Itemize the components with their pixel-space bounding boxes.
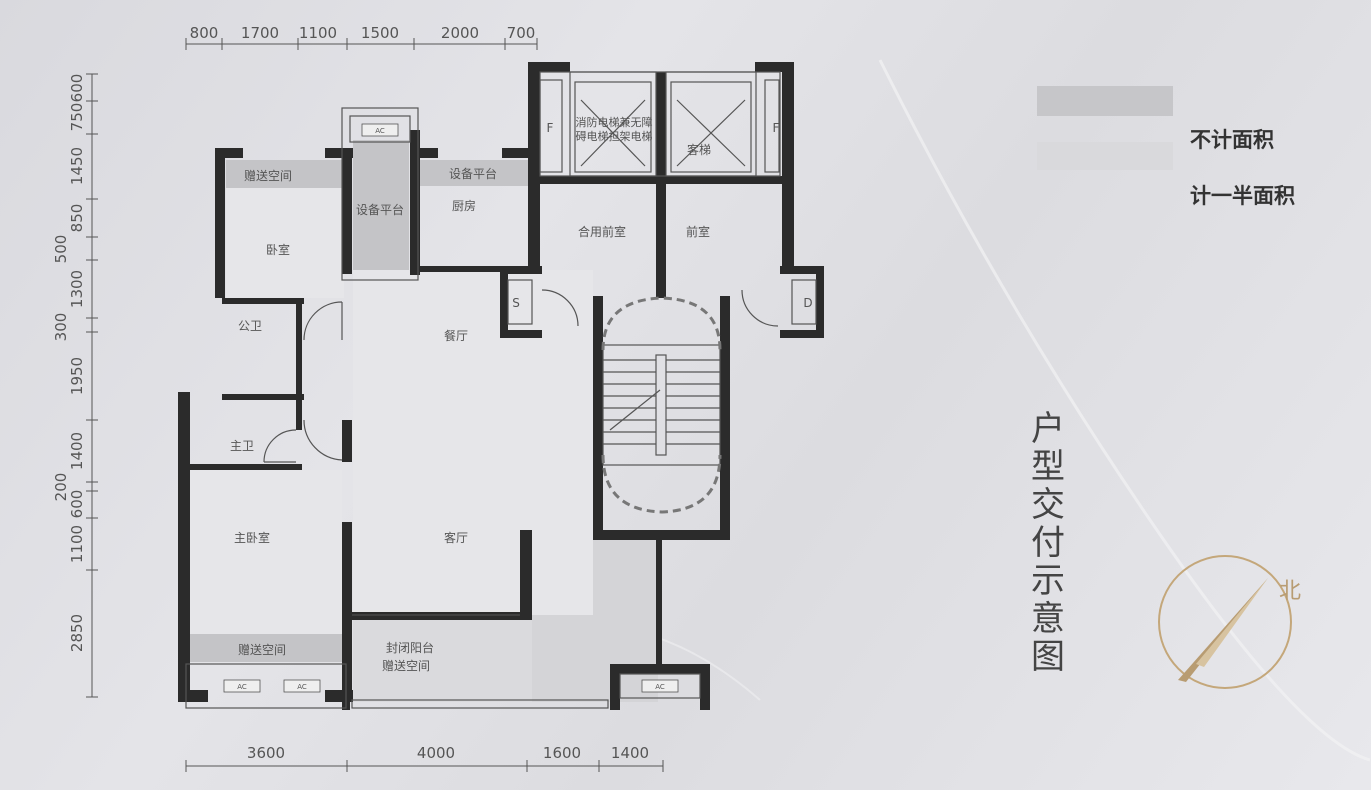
label-enclosed-balcony: 封闭阳台 bbox=[386, 640, 434, 655]
dim-left-9: 1400 bbox=[68, 432, 86, 470]
dim-left-1: 600 bbox=[68, 74, 86, 103]
dim-top-3: 1100 bbox=[299, 24, 337, 42]
label-dining: 餐厅 bbox=[444, 328, 468, 343]
label-fire-elevator: 消防电梯兼无障碍电梯担架电梯 bbox=[575, 116, 653, 143]
label-lobby: 前室 bbox=[686, 224, 710, 239]
walls bbox=[178, 62, 824, 710]
dim-bottom-3: 1600 bbox=[543, 744, 581, 762]
ac-label-3: AC bbox=[297, 683, 307, 691]
dim-top-5: 2000 bbox=[441, 24, 479, 42]
dim-left-8: 1950 bbox=[68, 357, 86, 395]
dim-top-2: 1700 bbox=[241, 24, 279, 42]
legend-swatch-half-area bbox=[1037, 142, 1173, 170]
legend-label-no-area: 不计面积 bbox=[1190, 128, 1274, 152]
living-dining-floor bbox=[353, 270, 593, 615]
dim-left-13: 2850 bbox=[68, 614, 86, 652]
label-shared-lobby: 合用前室 bbox=[578, 224, 626, 239]
dim-left-3: 1450 bbox=[68, 147, 86, 185]
north-compass: 北 bbox=[1158, 555, 1301, 689]
page-title-char: 图 bbox=[1031, 637, 1065, 677]
ac-label-1: AC bbox=[375, 127, 385, 135]
label-master-bedroom: 主卧室 bbox=[234, 530, 270, 545]
page-title-char: 型 bbox=[1031, 447, 1065, 487]
dim-left-2: 750 bbox=[68, 103, 86, 132]
page-title-char: 示 bbox=[1031, 561, 1065, 601]
master-bedroom-floor bbox=[190, 470, 342, 634]
shaft-f-left: F bbox=[547, 121, 554, 135]
label-equipment-platform-left: 设备平台 bbox=[356, 202, 404, 217]
label-public-bath: 公卫 bbox=[238, 319, 262, 333]
dim-left-12: 1100 bbox=[68, 525, 86, 563]
label-master-bath: 主卫 bbox=[230, 439, 254, 453]
page-title-char: 交 bbox=[1031, 485, 1065, 525]
north-label: 北 bbox=[1279, 579, 1301, 604]
legend-label-half-area: 计一半面积 bbox=[1190, 184, 1295, 208]
dim-left-10: 200 bbox=[52, 473, 70, 502]
dim-left-5: 500 bbox=[52, 235, 70, 264]
dim-bottom-1: 3600 bbox=[247, 744, 285, 762]
page-title-char: 户 bbox=[1031, 409, 1065, 449]
dim-left-7: 300 bbox=[52, 313, 70, 342]
dim-bottom-2: 4000 bbox=[417, 744, 455, 762]
bottom-dimension-line bbox=[185, 760, 664, 772]
page-title-char: 付 bbox=[1031, 523, 1065, 563]
label-balcony-gift-space: 赠送空间 bbox=[382, 658, 430, 673]
label-bedroom: 卧室 bbox=[266, 242, 290, 257]
dim-top-1: 800 bbox=[190, 24, 219, 42]
label-passenger-elevator: 客梯 bbox=[687, 142, 711, 157]
dim-left-6: 1300 bbox=[68, 270, 86, 308]
label-living: 客厅 bbox=[444, 530, 468, 545]
left-dimension-line bbox=[86, 73, 98, 698]
stair-dashed-arcs bbox=[601, 296, 722, 514]
top-dimension-line bbox=[185, 38, 538, 50]
dim-top-6: 700 bbox=[507, 24, 536, 42]
page-title: 户型交付示意图 bbox=[1028, 410, 1068, 676]
dim-left-11: 600 bbox=[68, 490, 86, 519]
label-fire-elevator-wrap: 消防电梯兼无障碍电梯担架电梯 bbox=[575, 116, 653, 143]
label-bedroom-gift-space: 赠送空间 bbox=[244, 168, 292, 183]
ac-units: AC AC AC AC bbox=[223, 123, 679, 693]
label-kitchen: 厨房 bbox=[452, 198, 476, 213]
dim-left-4: 850 bbox=[68, 204, 86, 233]
label-bottom-gift-space: 赠送空间 bbox=[238, 642, 286, 657]
shaft-f-right: F bbox=[773, 121, 780, 135]
shaft-s: S bbox=[512, 296, 520, 310]
label-equipment-platform-top: 设备平台 bbox=[449, 166, 497, 181]
thin-lines bbox=[185, 71, 817, 709]
ac-label-4: AC bbox=[655, 683, 665, 691]
dim-top-4: 1500 bbox=[361, 24, 399, 42]
shaft-d: D bbox=[803, 296, 812, 310]
legend-swatch-no-area bbox=[1037, 86, 1173, 116]
page-title-char: 意 bbox=[1031, 599, 1065, 639]
dim-bottom-4: 1400 bbox=[611, 744, 649, 762]
bedroom-floor bbox=[226, 188, 344, 298]
ac-label-2: AC bbox=[237, 683, 247, 691]
